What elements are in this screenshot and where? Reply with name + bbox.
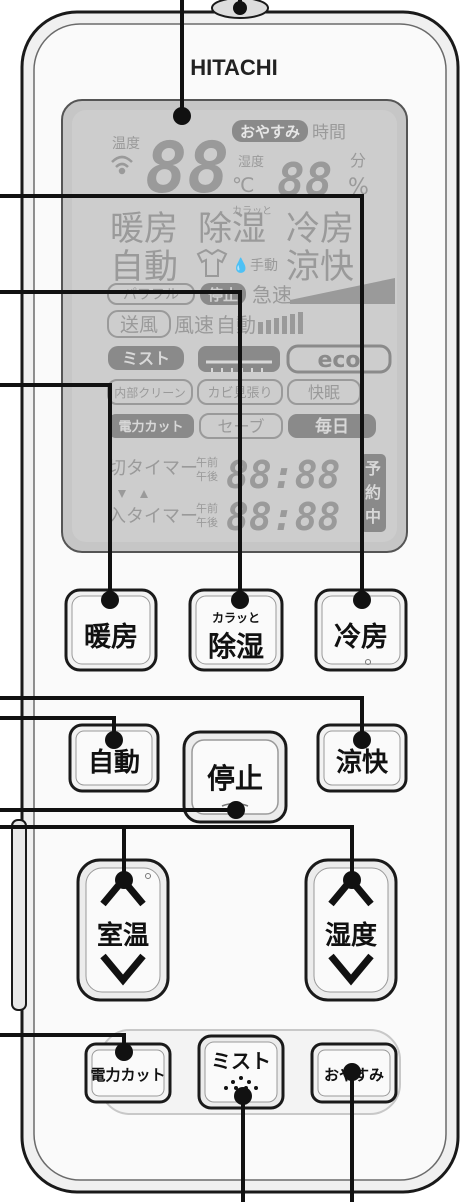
lcd-oyasumi-badge-bg <box>232 120 308 142</box>
lcd-shudo: 手動 <box>250 258 278 274</box>
lcd-humid-label: 湿度 <box>238 154 264 170</box>
lcd-fan-speed: 風速 <box>174 313 214 337</box>
stop-button[interactable]: 停止 <box>182 730 288 824</box>
callout-cooling-line <box>0 194 364 596</box>
lcd-mode-cooling: 冷房 <box>286 209 354 249</box>
lcd-fan-mode: 送風 <box>120 314 158 336</box>
lcd-drop-icon: 💧 <box>232 257 249 274</box>
cooling-button-label: 冷房 <box>334 622 388 653</box>
lcd-karatto: カラッと <box>232 205 272 217</box>
lcd-temp-label: 温度 <box>112 136 140 152</box>
lcd-mode-auto: 自動 <box>110 247 178 287</box>
lcd-mode-cool-comfort: 涼快 <box>286 247 354 287</box>
lcd-mode-heating: 暖房 <box>110 209 178 249</box>
lcd-clock-bottom: 88:88 <box>226 495 340 539</box>
lcd-pm-1: 午後 <box>196 469 218 483</box>
lcd-laundry-icon <box>196 248 228 277</box>
humidity-label: 湿度 <box>325 920 377 951</box>
lcd-sleep-comfort: 快眠 <box>308 383 340 402</box>
lcd-every-day: 毎日 <box>315 416 349 437</box>
lcd-timer-on: 入タイマー <box>108 506 198 527</box>
callout-dehumid-line <box>0 290 242 596</box>
lcd-fan-speed-bars <box>290 278 395 304</box>
chevron-down-icon[interactable] <box>100 953 146 986</box>
mist-button-label: ミスト <box>211 1049 271 1073</box>
mist-button[interactable]: ミスト <box>197 1034 285 1110</box>
power-cut-button-label: 電力カット <box>90 1066 165 1084</box>
tactile-dot <box>365 659 371 665</box>
lcd-time-label: 時間 <box>312 123 346 143</box>
lcd-mist: ミスト <box>122 349 170 368</box>
auto-button-label: 自動 <box>88 747 140 778</box>
callout-humidity-line <box>0 825 354 876</box>
callout-heating-line <box>0 383 112 596</box>
lcd-am-1: 午前 <box>196 455 218 469</box>
brand-logo: HITACHI <box>190 55 278 80</box>
lcd-celsius: ℃ <box>232 173 254 197</box>
wireless-signal-icon <box>111 155 133 175</box>
callout-dots <box>101 1 371 1105</box>
lcd-reserve-2: 約 <box>365 483 381 502</box>
lcd-minute-label: 分 <box>350 151 366 170</box>
cool-comfort-button-label: 涼快 <box>336 748 389 778</box>
lcd-oyasumi-badge: おやすみ <box>240 123 300 141</box>
lcd-eco: eco <box>317 348 360 373</box>
lcd-power-cut: 電力カット <box>118 419 183 435</box>
lcd-reserve-3: 中 <box>365 507 381 526</box>
heating-button-label: 暖房 <box>84 622 138 653</box>
dehumidify-button-sublabel: カラッと <box>212 611 260 625</box>
chevron-down-icon[interactable] <box>328 953 374 986</box>
lcd-panel: 温度 88 ℃ おやすみ 時間 湿度 88 分 % 暖房 カラッと 除湿 冷房 … <box>61 99 408 553</box>
lcd-timer-arrows-icon <box>118 490 148 498</box>
callout-lines <box>0 0 364 1202</box>
lcd-internal-clean: 内部クリーン <box>114 385 185 400</box>
stop-button-label: 停止 <box>207 762 263 795</box>
lcd-am-2: 午前 <box>196 501 218 515</box>
lcd-stop: 停止 <box>208 286 238 304</box>
callout-cool-comfort-line <box>0 696 364 734</box>
lcd-pm-2: 午後 <box>196 515 218 529</box>
side-grip <box>11 819 27 1011</box>
dehumidify-button-label: 除湿 <box>208 630 264 663</box>
lcd-fan-auto: 自動 <box>216 313 256 337</box>
lcd-timer-off: 切タイマー <box>108 458 198 479</box>
lcd-fan-level-bars <box>258 312 303 334</box>
room-temp-label: 室温 <box>97 920 149 951</box>
lcd-percent: % <box>348 175 369 200</box>
power-cut-button[interactable]: 電力カット <box>84 1042 172 1104</box>
lcd-reserve-1: 予 <box>365 459 381 478</box>
tactile-dot <box>145 873 151 879</box>
lcd-mode-dehumid: 除湿 <box>198 209 266 249</box>
lcd-powerful: パワフル <box>123 287 179 303</box>
dehumidify-button[interactable]: カラッと 除湿 <box>188 588 284 672</box>
callout-auto-line <box>0 716 116 734</box>
heating-button[interactable]: 暖房 <box>64 588 158 672</box>
room-temp-rocker[interactable]: 室温 <box>76 858 170 1002</box>
lcd-time-digits: 88 <box>277 153 332 207</box>
auto-button[interactable]: 自動 <box>68 723 160 793</box>
lcd-rapid: 急速 <box>252 283 292 307</box>
lcd-clock-top: 88:88 <box>226 453 340 497</box>
humidity-rocker[interactable]: 湿度 <box>304 858 398 1002</box>
cool-comfort-button[interactable]: 涼快 <box>316 723 408 793</box>
